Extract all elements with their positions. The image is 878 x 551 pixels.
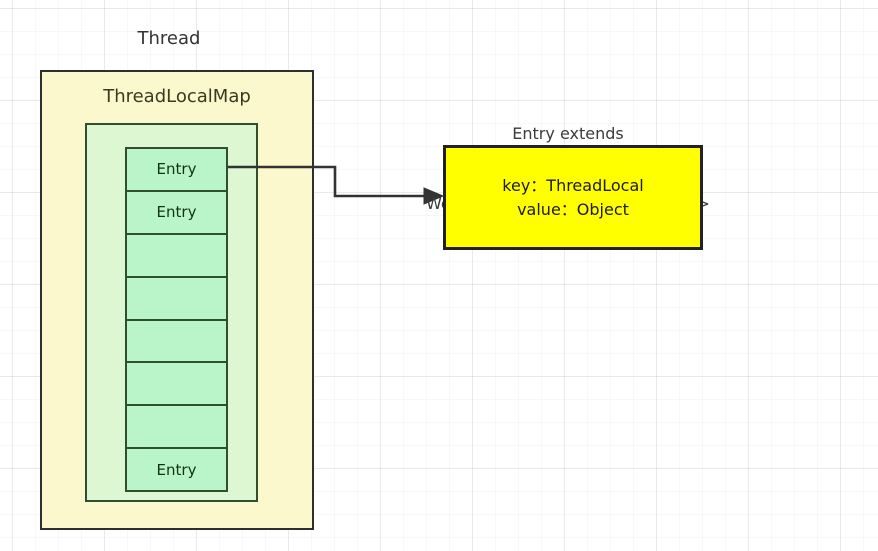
- entry-cell[interactable]: Entry: [125, 189, 228, 235]
- entry-cell[interactable]: Entry: [125, 147, 228, 192]
- entry-cell[interactable]: [125, 318, 228, 364]
- entry-value-line: value：Object: [517, 199, 629, 219]
- entry-cell[interactable]: [125, 361, 228, 407]
- threadlocalmap-label: ThreadLocalMap: [103, 86, 251, 107]
- entry-cell[interactable]: Entry: [125, 447, 228, 492]
- entry-cell[interactable]: [125, 275, 228, 321]
- entry-cell[interactable]: [125, 232, 228, 278]
- caption-line-1: Entry extends: [512, 124, 624, 144]
- entry-detail-box: key：ThreadLocal value：Object: [443, 145, 703, 250]
- thread-label: Thread: [137, 28, 201, 49]
- entry-key-line: key：ThreadLocal: [502, 176, 644, 196]
- entry-table: Entry Entry Entry: [125, 147, 228, 492]
- entry-cell[interactable]: [125, 404, 228, 450]
